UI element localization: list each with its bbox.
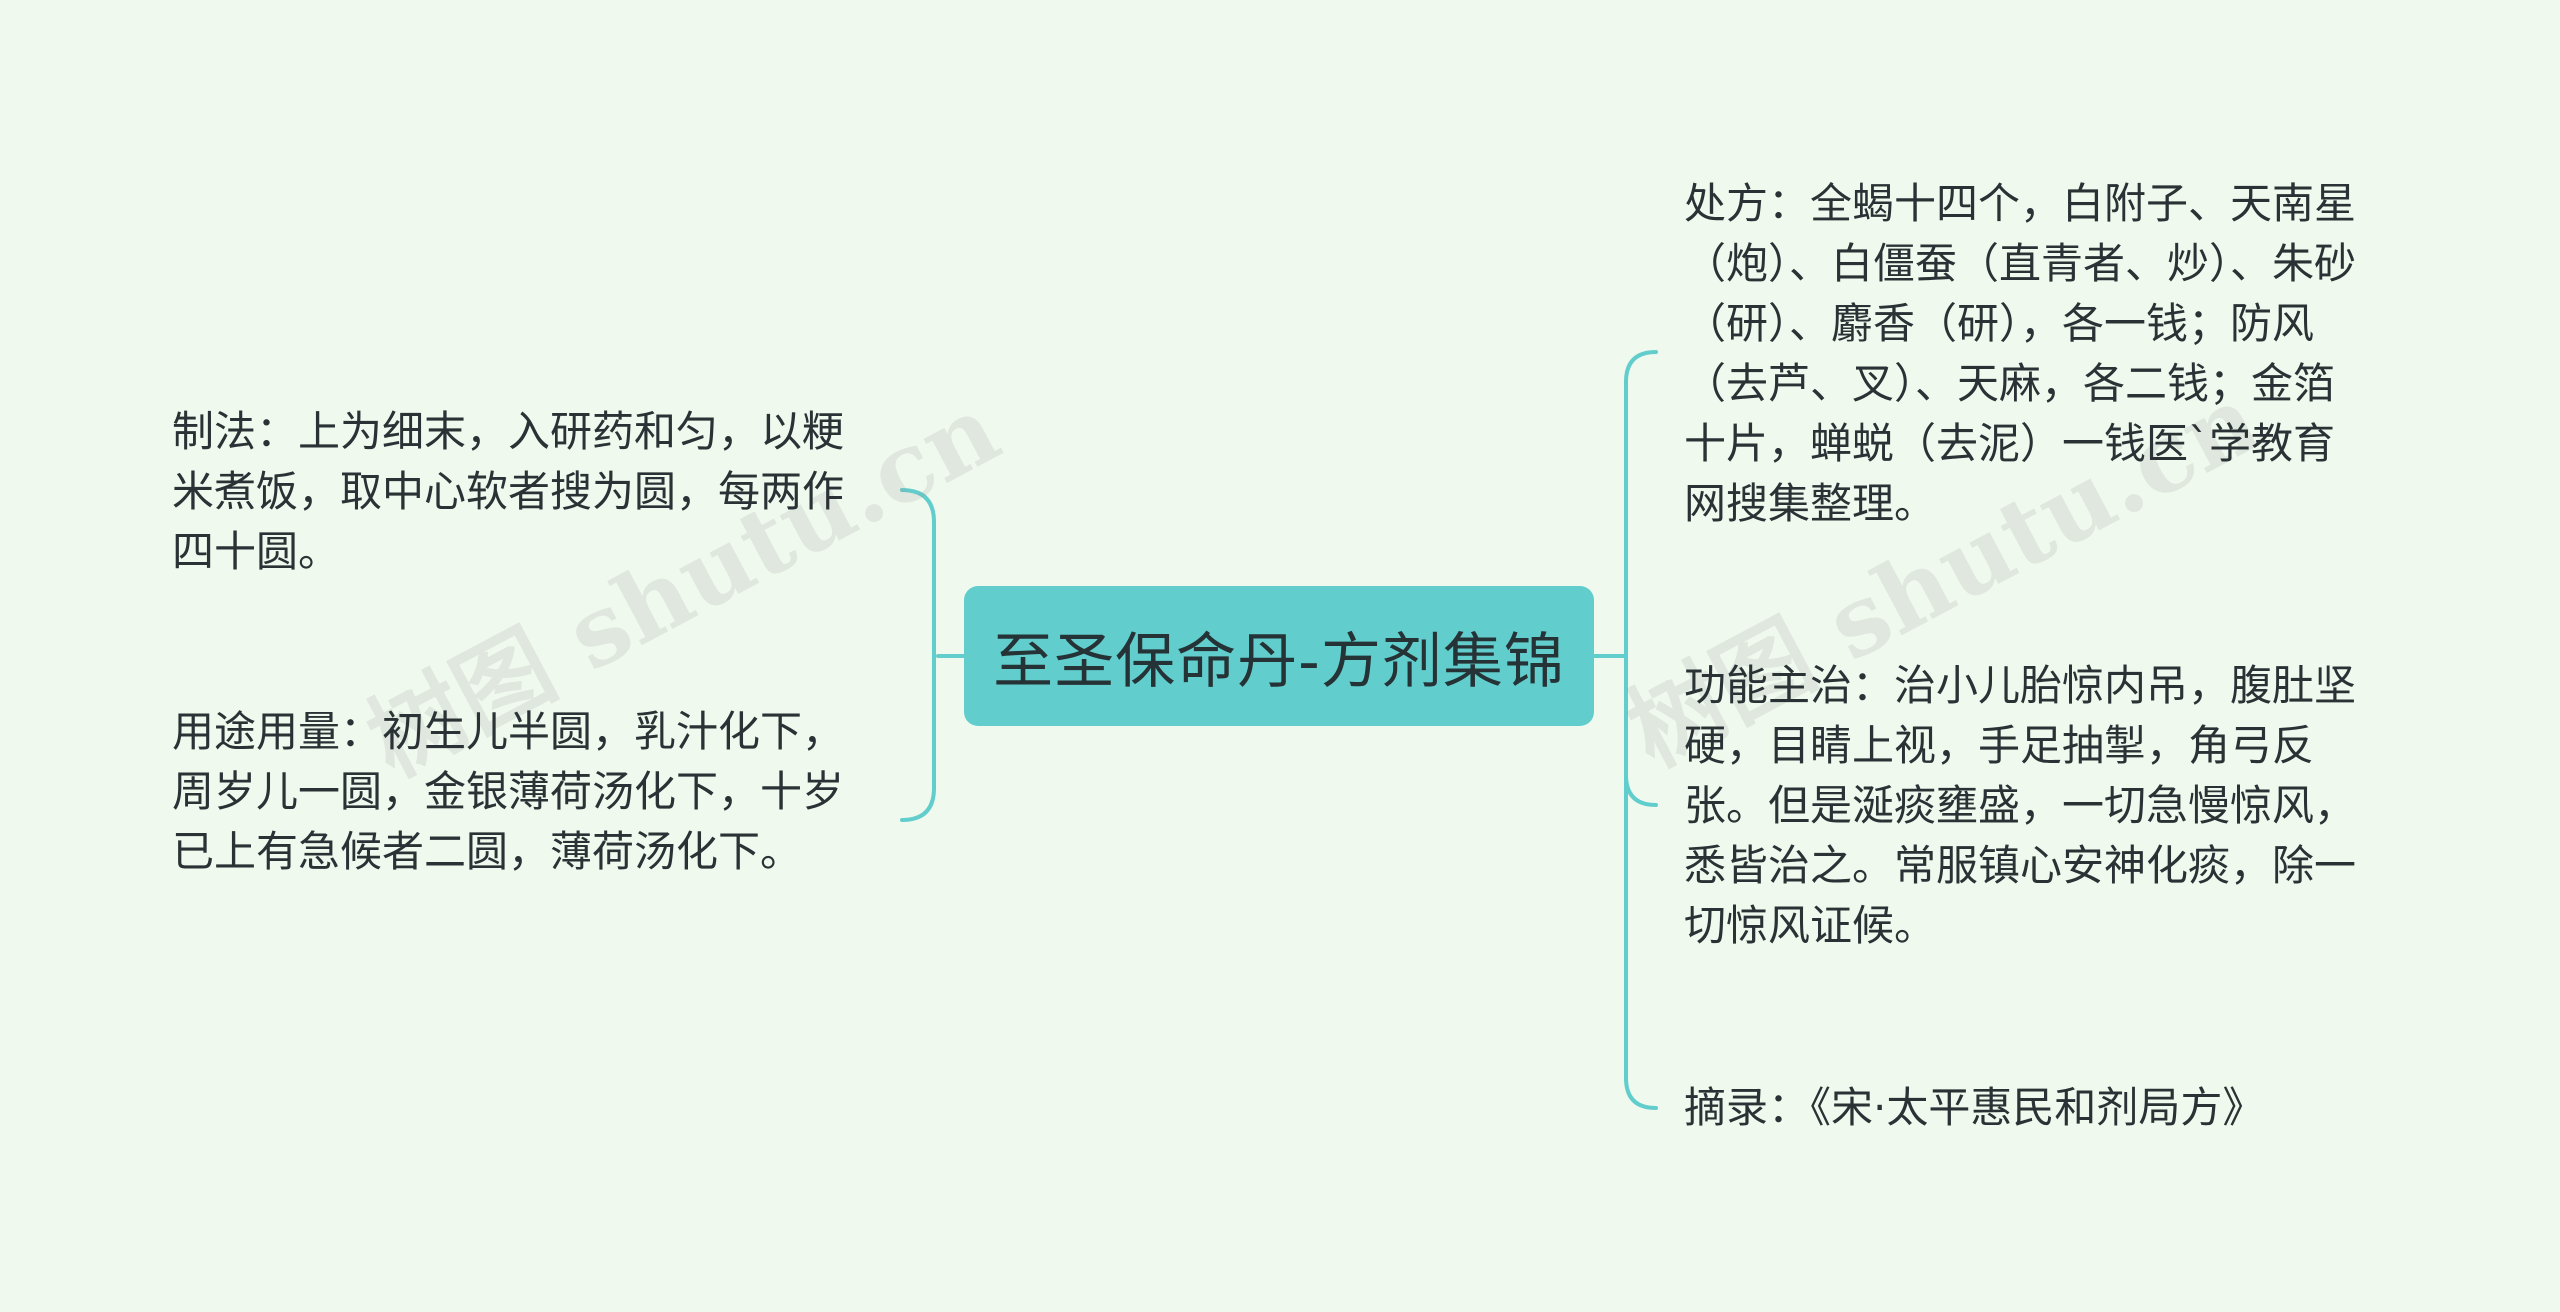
connector-right-branch <box>1624 350 1658 1110</box>
topic-source[interactable]: 摘录：《宋·太平惠民和剂局方》 <box>1684 1083 2265 1132</box>
topic-preparation-method[interactable]: 制法：上为细末，入研药和匀，以粳米煮饭，取中心软者搜为圆，每两作四十圆。 <box>172 407 845 576</box>
topic-prescription[interactable]: 处方：全蝎十四个，白附子、天南星（炮）、白僵蚕（直青者、炒）、朱砂（研）、麝香（… <box>1684 179 2357 528</box>
topic-indications[interactable]: 功能主治：治小儿胎惊内吊，腹肚坚硬，目睛上视，手足抽掣，角弓反张。但是涎痰壅盛，… <box>1684 661 2357 950</box>
central-topic[interactable]: 至圣保命丹-方剂集锦 <box>964 586 1594 726</box>
topic-usage-dosage[interactable]: 用途用量：初生儿半圆，乳汁化下，周岁儿一圆，金银薄荷汤化下，十岁已上有急候者二圆… <box>172 707 845 876</box>
connector-left-branch <box>900 488 936 822</box>
connector-right-mid <box>1624 773 1658 807</box>
